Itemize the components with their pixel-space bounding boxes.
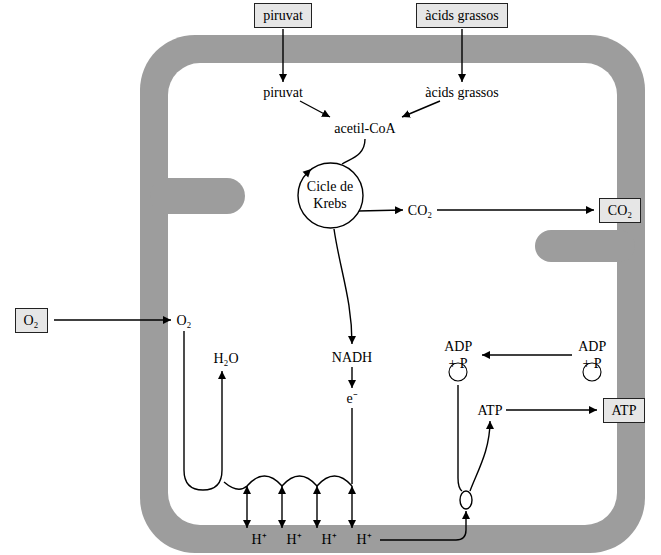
electron-line bbox=[351, 408, 352, 484]
crista bbox=[535, 230, 635, 262]
proton-label: H⁺ bbox=[251, 531, 266, 548]
cycle-outline bbox=[297, 162, 364, 229]
arrow bbox=[358, 210, 403, 211]
arrow bbox=[482, 354, 572, 355]
arrow bbox=[54, 319, 171, 320]
input-box: àcids grassos bbox=[416, 3, 508, 28]
molecule-label: ADP + P bbox=[578, 338, 606, 372]
proton-label: H⁺ bbox=[321, 531, 336, 548]
outer-membrane bbox=[140, 35, 645, 553]
proton-label: H⁺ bbox=[356, 531, 371, 548]
proton-pump bbox=[316, 486, 317, 528]
arrow bbox=[342, 139, 365, 164]
molecule-label: ADP + P bbox=[444, 338, 472, 372]
molecule-label: H₂O bbox=[213, 350, 238, 367]
arrow bbox=[351, 367, 352, 388]
molecule-label: CO₂ bbox=[408, 202, 432, 219]
cycle-arrowhead bbox=[302, 168, 310, 176]
node-text: Cicle de Krebs bbox=[305, 178, 355, 212]
molecule-label: àcids grassos bbox=[425, 84, 499, 101]
output-box: ATP bbox=[603, 398, 646, 423]
cycle-outline bbox=[298, 163, 363, 228]
input-box: O₂ bbox=[15, 308, 48, 333]
node-text: ATP bbox=[612, 402, 637, 419]
arrow bbox=[437, 209, 594, 210]
proton-pump bbox=[246, 486, 247, 528]
atp-synthase bbox=[460, 491, 472, 509]
node-text: O₂ bbox=[24, 312, 39, 329]
proton-flow bbox=[380, 511, 466, 540]
node-text: àcids grassos bbox=[425, 7, 499, 24]
arrow bbox=[461, 29, 462, 82]
node-text: piruvat bbox=[263, 7, 303, 24]
molecule-label: piruvat bbox=[263, 84, 303, 101]
proton-pump bbox=[281, 486, 282, 528]
molecule-label: O₂ bbox=[177, 312, 192, 329]
cycle-circle: Cicle de Krebs bbox=[297, 162, 364, 229]
arrow bbox=[458, 385, 462, 491]
arrow bbox=[282, 29, 283, 82]
arrow bbox=[334, 229, 352, 344]
molecule-label: NADH bbox=[332, 349, 372, 366]
node-text: CO₂ bbox=[608, 202, 632, 219]
input-box: piruvat bbox=[254, 3, 312, 28]
output-box: CO₂ bbox=[599, 198, 641, 223]
electron-chain bbox=[224, 476, 352, 489]
arrow bbox=[470, 421, 490, 491]
proton-pump bbox=[351, 486, 352, 528]
arrow bbox=[402, 101, 440, 117]
molecule-label: e⁻ bbox=[346, 390, 357, 407]
molecule-label: acetil-CoA bbox=[334, 120, 395, 137]
proton-label: H⁺ bbox=[286, 531, 301, 548]
crista bbox=[150, 178, 245, 214]
arrow bbox=[300, 101, 330, 117]
arrow bbox=[506, 409, 597, 410]
molecule-label: ATP bbox=[478, 402, 503, 419]
matrix bbox=[168, 63, 617, 525]
